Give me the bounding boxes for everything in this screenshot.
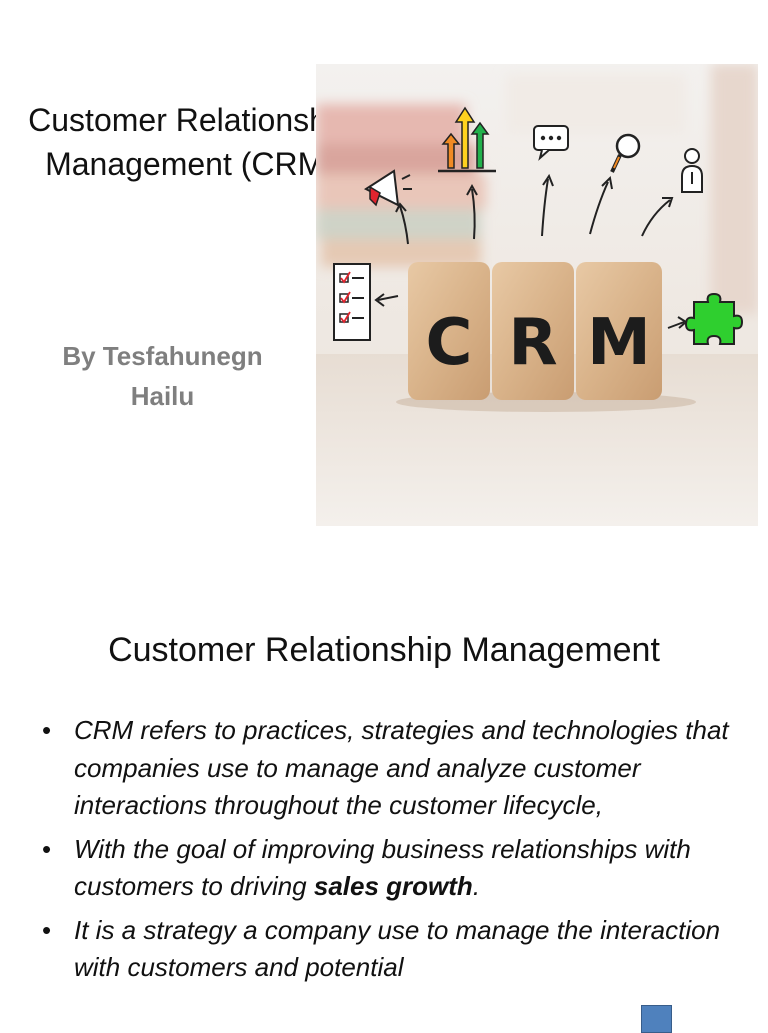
growth-chart-icon — [438, 106, 496, 173]
content-slide-title: Customer Relationship Management — [108, 631, 660, 669]
magnifier-icon — [610, 133, 641, 173]
author-name: By Tesfahunegn Hailu — [30, 336, 295, 416]
bullet-text-2-before: With the goal of improving business rela… — [74, 833, 691, 902]
cube-letter-m: M — [587, 306, 651, 380]
bullet-glyph: • — [42, 715, 52, 745]
cube-letter-r: R — [508, 306, 557, 380]
title-slide: Customer Relationship Management (CRM) B… — [0, 64, 758, 526]
bullet-list: • CRM refers to practices, strategies an… — [40, 712, 730, 993]
chat-bubble-icon — [533, 125, 569, 161]
bullet-glyph: • — [42, 833, 52, 864]
cube-r: R — [492, 262, 574, 400]
author-line-1: By Tesfahunegn — [62, 341, 263, 371]
cube-letter-c: C — [426, 306, 473, 380]
blue-square-shape — [641, 1005, 672, 1033]
cube-m: M — [576, 262, 662, 400]
crm-photo: C R M — [316, 64, 758, 526]
crm-cubes: C R M — [408, 262, 662, 400]
bullet-text-2-after: . — [472, 871, 481, 901]
bullet-text-1: CRM refers to practices, strategies and … — [74, 715, 729, 820]
bullet-glyph: • — [42, 914, 52, 945]
megaphone-icon — [363, 169, 412, 207]
content-slide: Customer Relationship Management • CRM r… — [0, 560, 768, 1033]
blurred-books — [316, 64, 758, 314]
checklist-icon — [333, 263, 371, 341]
person-icon — [681, 148, 703, 193]
puzzle-piece-icon — [684, 292, 744, 345]
slide-title-line-1: Customer Relationship — [28, 102, 352, 138]
bullet-text-2-bold: sales growth — [313, 871, 473, 901]
bullet-item-3: • It is a strategy a company use to mana… — [40, 912, 730, 987]
slide-title: Customer Relationship Management (CRM) — [0, 98, 380, 186]
bullet-text-3: It is a strategy a company use to manage… — [74, 914, 721, 983]
cube-c: C — [408, 262, 490, 400]
author-line-2: Hailu — [130, 381, 195, 411]
bullet-item-2: • With the goal of improving business re… — [40, 831, 730, 906]
slide-title-line-2: Management (CRM) — [45, 146, 335, 182]
bullet-item-1: • CRM refers to practices, strategies an… — [40, 712, 730, 825]
